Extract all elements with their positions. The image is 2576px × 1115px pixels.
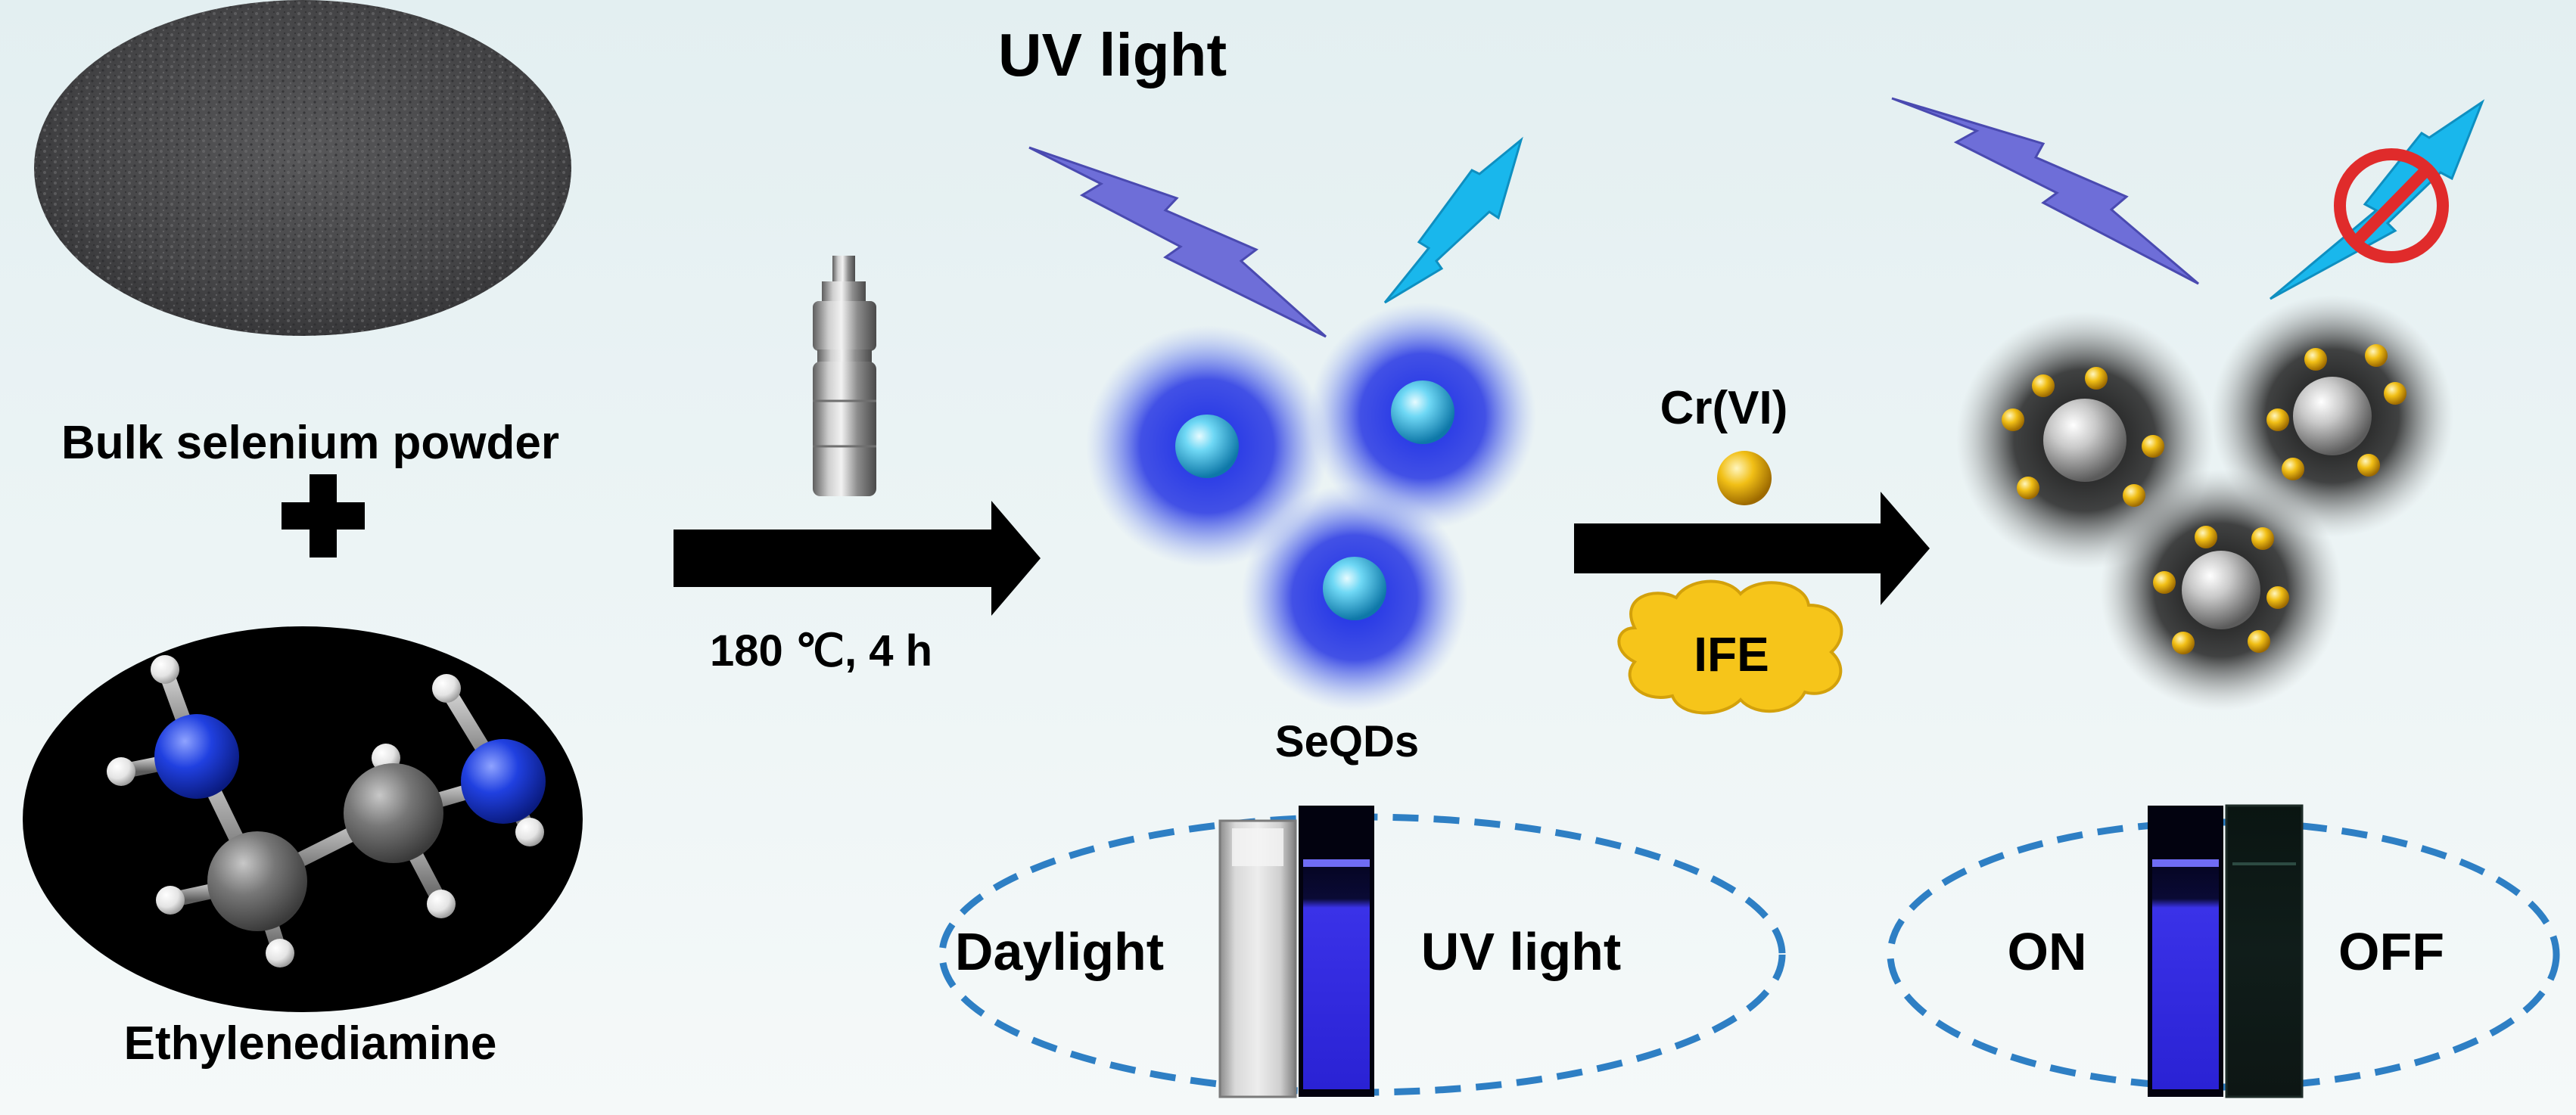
carbon-atom (344, 763, 443, 863)
nitrogen-atom (154, 714, 239, 799)
daylight-label: Daylight (955, 922, 1164, 981)
bulk-selenium-label: Bulk selenium powder (61, 417, 559, 469)
chromium-ion (1717, 451, 1772, 505)
on-label: ON (2008, 922, 2087, 981)
cuvette-icon (2225, 804, 2304, 1098)
ethylenediamine-label: Ethylenediamine (124, 1017, 497, 1070)
seqds-label: SeQDs (1275, 717, 1419, 766)
uv-light-cuvette-label: UV light (1421, 922, 1621, 981)
lightning-bolt-icon (1028, 146, 1327, 338)
lightning-bolt-icon (1383, 136, 1523, 304)
lightning-bolt-icon (1891, 97, 2199, 285)
on-off-panel: ON OFF (1887, 804, 2560, 1098)
nitrogen-atom (461, 739, 546, 824)
quantum-dot (1323, 557, 1386, 620)
arrow-right-icon (674, 501, 1041, 616)
quenched-seqds-cluster (1956, 295, 2453, 711)
arrow-right-icon (1574, 492, 1930, 605)
bulk-selenium-image (34, 0, 571, 336)
cloud-icon (1617, 579, 1843, 715)
hydrogen-atoms (107, 655, 544, 967)
ethylenediamine-model (23, 626, 583, 1012)
cuvette-icon (2148, 806, 2223, 1097)
chromium-ions (2153, 526, 2289, 654)
quantum-dot (2043, 399, 2126, 482)
reaction-condition-label: 180 ℃, 4 h (710, 626, 932, 676)
cr-vi-label: Cr(VI) (1660, 382, 1788, 434)
autoclave-icon (813, 256, 876, 496)
carbon-atom (207, 831, 307, 931)
plus-icon (282, 474, 365, 558)
quantum-dot (1175, 415, 1239, 478)
quantum-dot (1391, 380, 1454, 444)
quantum-dot (2293, 377, 2372, 455)
chromium-ions (2266, 344, 2406, 480)
cuvette-icon (1299, 806, 1374, 1097)
no-entry-icon (2334, 148, 2449, 263)
chromium-ions (2002, 367, 2164, 507)
seqds-luminescent-cluster (1086, 303, 1536, 711)
quantum-dot (2182, 551, 2260, 629)
daylight-uv-panel: Daylight UV light (938, 806, 1786, 1098)
uv-light-title: UV light (998, 21, 1227, 89)
lightning-bolt-icon (2270, 99, 2485, 300)
cuvette-icon (1218, 819, 1297, 1098)
ife-label: IFE (1694, 627, 1769, 682)
off-label: OFF (2338, 922, 2444, 981)
